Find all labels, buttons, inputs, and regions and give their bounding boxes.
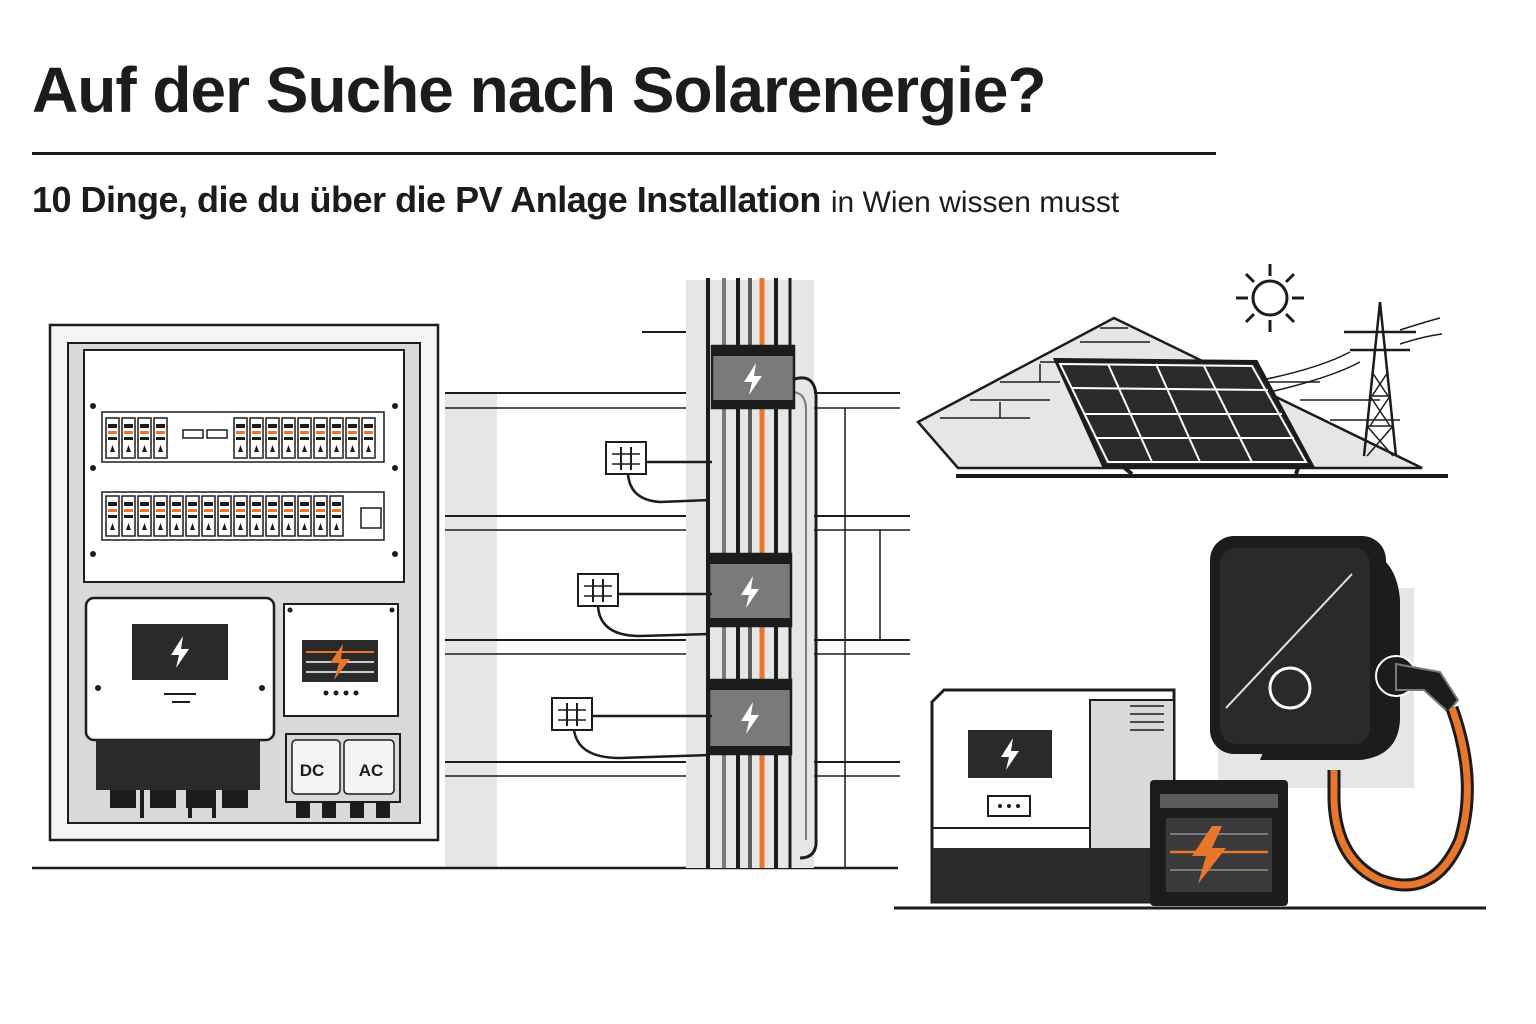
junction-box-icon [605, 441, 647, 475]
junction-box-2 [577, 573, 712, 638]
junction-box-3 [551, 697, 712, 760]
junction-box-1 [605, 441, 712, 504]
riser-box-top [710, 344, 796, 410]
riser-box-middle [707, 552, 793, 628]
ev-wallbox [1210, 536, 1474, 892]
breaker-row-upper [101, 411, 385, 463]
ac-label: AC [359, 761, 384, 780]
lightning-icon [330, 644, 350, 680]
subtitle-strong: 10 Dinge, die du über die PV Anlage Inst… [32, 179, 821, 220]
sun-icon [1236, 264, 1304, 332]
roof-scene [916, 264, 1448, 478]
page-subtitle: 10 Dinge, die du über die PV Anlage Inst… [32, 178, 1119, 221]
power-pylon-icon [1261, 301, 1443, 457]
wiring-guides [32, 331, 910, 870]
title-divider [32, 152, 1216, 155]
page-title: Auf der Suche nach Solarenergie? [32, 54, 1047, 126]
battery-module [1150, 780, 1288, 906]
energy-meter [283, 603, 399, 717]
dc-ac-isolators: DC AC [285, 733, 401, 818]
dc-label: DC [300, 761, 325, 780]
junction-box-icon [577, 573, 619, 607]
battery-storage-unit [930, 688, 1176, 904]
inverter-unit [84, 596, 276, 818]
riser-box-bottom [707, 678, 793, 756]
junction-box-icon [551, 697, 593, 731]
subtitle-rest: in Wien wissen musst [830, 186, 1120, 219]
breaker-row-lower [101, 491, 385, 541]
lightning-icon [1192, 826, 1226, 884]
distribution-cabinet: DC AC [48, 323, 440, 842]
storage-and-charger [894, 536, 1486, 910]
cable-riser [686, 278, 818, 868]
solar-panel-icon [1052, 357, 1316, 476]
